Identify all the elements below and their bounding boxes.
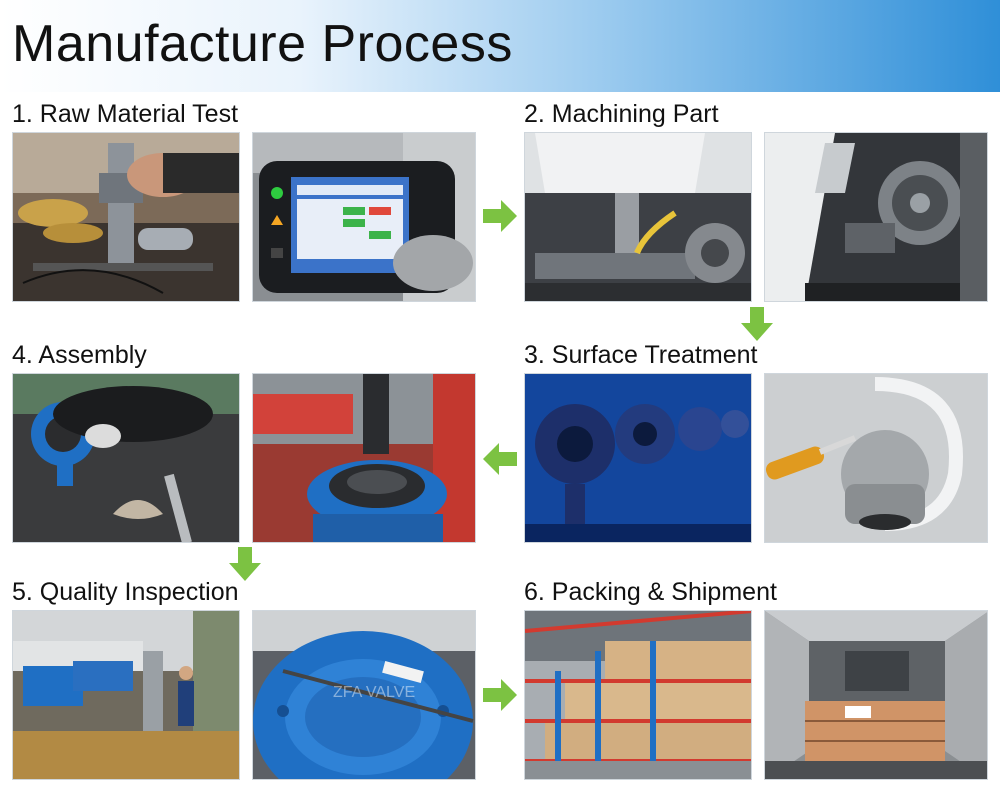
step-5-label: 5. Quality Inspection (12, 578, 239, 606)
inspected-valve-photo: ZFA VALVE (252, 610, 476, 780)
manual-assembly-photo (12, 373, 240, 543)
cnc-chuck-photo (764, 132, 988, 302)
arrow-left-icon (483, 443, 517, 475)
spectrometer-probe-photo (12, 132, 240, 302)
watermark-text: ZFA VALVE (333, 684, 415, 701)
warehouse-crates-photo (524, 610, 752, 780)
arrow-right-icon (483, 679, 517, 711)
spectrometer-screen-photo (252, 132, 476, 302)
header-banner: Manufacture Process (0, 0, 1000, 92)
page-title: Manufacture Process (12, 15, 513, 73)
step-1-label: 1. Raw Material Test (12, 100, 239, 128)
step-6-label: 6. Packing & Shipment (524, 578, 777, 606)
coated-valves-photo (524, 373, 752, 543)
hydraulic-test-bench-photo (12, 610, 240, 780)
arrow-right-icon (483, 200, 517, 232)
arrow-down-icon (741, 307, 773, 341)
powder-spray-photo (764, 373, 988, 543)
loaded-container-photo (764, 610, 988, 780)
step-2-label: 2. Machining Part (524, 100, 719, 128)
step-4-label: 4. Assembly (12, 341, 147, 369)
step-3-label: 3. Surface Treatment (524, 341, 758, 369)
arrow-down-icon (229, 547, 261, 581)
assembly-press-photo (252, 373, 476, 543)
cnc-lathe-photo (524, 132, 752, 302)
